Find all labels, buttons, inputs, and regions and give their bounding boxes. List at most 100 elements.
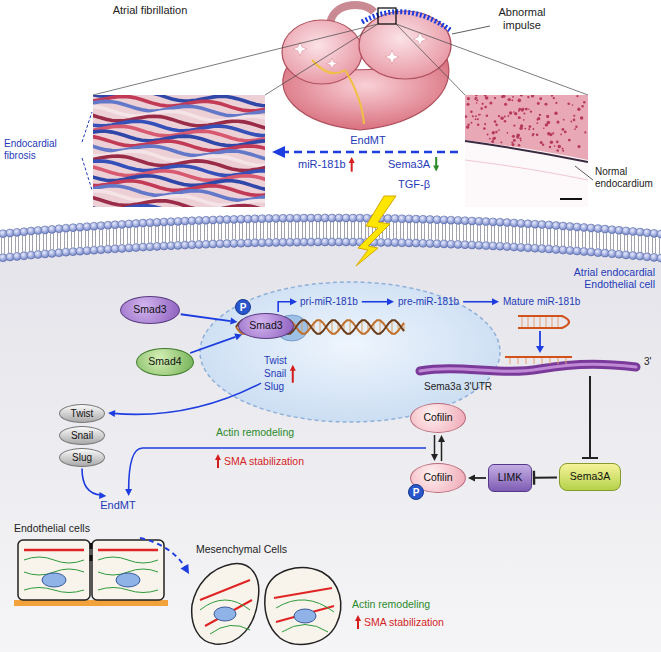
tissue-speckle	[494, 120, 497, 123]
tissue-speckle	[562, 128, 565, 131]
tissue-speckle	[466, 103, 469, 106]
tissue-speckle	[514, 112, 517, 115]
tissue-speckle	[508, 98, 511, 101]
change-arrowhead	[433, 166, 439, 172]
tissue-speckle	[470, 111, 473, 114]
tissue-speckle	[478, 114, 480, 116]
tissue-speckle	[545, 103, 548, 106]
text-label: Endocardial fibrosis	[4, 138, 80, 161]
tissue-speckle	[562, 148, 564, 150]
kinase-box: LIMK	[488, 464, 532, 492]
binding-rung	[510, 358, 566, 364]
tissue-speckle	[495, 123, 498, 126]
lipid-tail	[212, 224, 215, 240]
tissue-speckle	[484, 95, 487, 97]
text-label: pre-miR-181b	[398, 296, 459, 308]
change-arrowhead	[215, 454, 221, 460]
tissue-speckle	[556, 121, 559, 124]
tissue-speckle	[476, 102, 478, 104]
tissue-speckle	[511, 141, 513, 143]
tissue-speckle	[467, 97, 470, 100]
basement-membrane	[14, 600, 168, 606]
node-text: Smad4	[148, 356, 181, 368]
arrow-line	[539, 331, 541, 347]
transcription-arrow	[278, 302, 291, 312]
arrowhead	[230, 318, 237, 325]
lipid-head	[650, 253, 658, 261]
tissue-speckle	[553, 97, 555, 99]
arrowhead	[438, 435, 445, 442]
lipid-tail	[632, 235, 635, 251]
connector	[181, 314, 238, 324]
lipid-tail	[429, 223, 432, 239]
lipid-tail	[485, 226, 488, 242]
tissue-speckle	[498, 129, 500, 131]
node-text: Cofilin	[423, 412, 452, 424]
lipid-tail	[205, 224, 208, 240]
tissue-speckle	[572, 104, 574, 106]
tissue-speckle	[573, 119, 576, 122]
tissue-speckle	[527, 96, 529, 98]
lipid-tail	[457, 224, 460, 240]
connector	[534, 471, 557, 485]
node-text: Slug	[72, 452, 92, 463]
text-label: Actin remodeling	[352, 598, 430, 610]
lipid-tail	[156, 226, 159, 242]
text-label: miR-181b	[298, 158, 346, 171]
lipid-tail	[443, 224, 446, 240]
mirna-hairpin	[518, 316, 569, 328]
tissue-speckle	[498, 115, 500, 117]
mrna-ribbon	[420, 364, 636, 371]
tissue-speckle	[513, 111, 515, 113]
lipid-tail	[359, 222, 362, 238]
mesenchymal-cells	[192, 564, 341, 645]
lipid-tail	[450, 224, 453, 240]
lipid-tail	[583, 231, 586, 247]
tissue-speckle	[573, 115, 575, 117]
lipid-tail	[9, 237, 12, 253]
lipid-tail	[415, 223, 418, 239]
text-label: Sema3A	[388, 158, 430, 171]
lipid-tail	[72, 232, 75, 248]
tissue-speckle	[520, 140, 522, 142]
tissue-speckle	[528, 128, 530, 130]
tissue-speckle	[524, 128, 526, 130]
dna-rung	[320, 320, 321, 333]
lipid-tail	[338, 222, 341, 238]
tissue-speckle	[531, 95, 534, 98]
dna-rung	[350, 320, 351, 333]
left-atrium	[359, 11, 451, 79]
lipid-tail	[597, 233, 600, 249]
hairpin-rung	[522, 317, 558, 327]
tissue-speckle	[477, 124, 479, 126]
tissue-speckle	[491, 140, 494, 143]
tissue-speckle	[489, 138, 491, 140]
lipid-tail	[401, 223, 404, 239]
scale-bar	[560, 198, 582, 200]
lipid-head	[657, 254, 661, 262]
connector-line	[190, 337, 235, 353]
lipid-tail	[436, 224, 439, 240]
lipid-tail	[219, 224, 222, 240]
tissue-speckle	[471, 122, 473, 124]
lipid-tail	[639, 236, 642, 252]
tissue-speckle	[492, 131, 495, 134]
histology-normal	[465, 95, 588, 207]
lipid-tail	[590, 232, 593, 248]
change-arrow	[292, 370, 294, 383]
lipid-tail	[499, 226, 502, 242]
tissue-speckle	[581, 105, 583, 107]
arrowhead	[272, 146, 285, 158]
lipid-head	[20, 228, 28, 236]
lipid-tail	[114, 229, 117, 245]
dna-rung	[302, 320, 303, 333]
change-arrowhead	[290, 365, 296, 371]
tissue-speckle	[550, 140, 553, 143]
change-arrowhead	[355, 615, 361, 621]
text-label: pri-miR-181b	[300, 296, 358, 308]
arrowhead	[431, 454, 438, 461]
connector	[468, 475, 486, 482]
arrowhead	[125, 489, 132, 496]
arrowhead	[181, 564, 190, 574]
remodeling-arrow	[129, 448, 426, 490]
